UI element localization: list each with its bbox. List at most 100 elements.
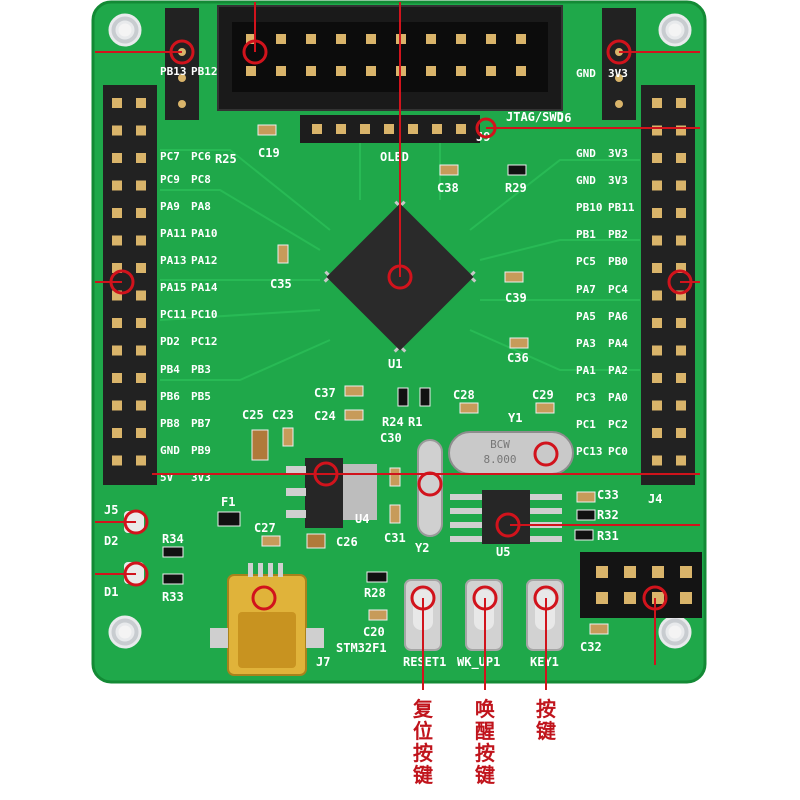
boot-header: [580, 552, 702, 618]
pin-label: PA9: [160, 200, 180, 213]
pin-label: PA8: [191, 200, 211, 213]
component-designator: C20: [363, 625, 385, 639]
jtag-connector: [217, 5, 563, 111]
component-designator: C25: [242, 408, 264, 422]
pin-label: PC8: [191, 173, 211, 186]
svg-text:BCW: BCW: [490, 438, 510, 451]
component-designator: U4: [355, 512, 369, 526]
pin-label: PB1: [576, 228, 596, 241]
component-designator: C30: [380, 431, 402, 445]
component-designator: U5: [496, 545, 510, 559]
pin-label: PA7: [576, 283, 596, 296]
pin-label: 3V3: [608, 174, 628, 187]
pin-label: 3V3: [608, 147, 628, 160]
crystal-y1: BCW 8.000: [448, 431, 574, 475]
pin-label: PA12: [191, 254, 218, 267]
pin-label: PC1: [576, 418, 596, 431]
component-designator: C29: [532, 388, 554, 402]
component-designator: J7: [316, 655, 330, 669]
pin-label: PB10: [576, 201, 603, 214]
pin-label: PA3: [576, 337, 596, 350]
component-designator: C38: [437, 181, 459, 195]
component-designator: C26: [336, 535, 358, 549]
smd-components: [162, 124, 609, 635]
pin-label: PB0: [608, 255, 628, 268]
component-designator: C23: [272, 408, 294, 422]
component-designator: J6: [557, 111, 571, 125]
pin-label: GND: [160, 444, 180, 457]
component-designator: F1: [221, 495, 235, 509]
component-designator: R28: [364, 586, 386, 600]
pin-label: PA5: [576, 310, 596, 323]
pin-label: PB5: [191, 390, 211, 403]
pin-label: PB12: [191, 65, 218, 78]
component-designator: D1: [104, 585, 118, 599]
component-designator: C39: [505, 291, 527, 305]
component-designator: WK_UP1: [457, 655, 500, 670]
pin-label: PC11: [160, 308, 187, 321]
mounting-holes: [108, 13, 692, 649]
component-designator: RESET1: [403, 655, 446, 669]
pin-label: PA4: [608, 337, 628, 350]
component-designator: C31: [384, 531, 406, 545]
component-designator: Y1: [508, 411, 522, 425]
component-designator: JTAG/SWD: [506, 110, 564, 124]
crystal-y2: [417, 439, 443, 537]
component-designator: C37: [314, 386, 336, 400]
pin-label: PC13: [576, 445, 603, 458]
pin-label: PC5: [576, 255, 596, 268]
pin-label: PB2: [608, 228, 628, 241]
pin-label: GND: [576, 67, 596, 80]
component-designator: R24: [382, 415, 404, 429]
svg-text:8.000: 8.000: [483, 453, 516, 466]
component-designator: C36: [507, 351, 529, 365]
pin-label: PC7: [160, 150, 180, 163]
pin-label: PA13: [160, 254, 187, 267]
pin-label: PA10: [191, 227, 218, 240]
component-designator: OLED: [380, 150, 409, 164]
pin-label: PB11: [608, 201, 635, 214]
pin-label: PC9: [160, 173, 180, 186]
component-designator: D2: [104, 534, 118, 548]
component-designator: R34: [162, 532, 184, 546]
pin-label: PA11: [160, 227, 187, 240]
pin-label: 3V3: [608, 67, 628, 80]
pin-label: PB4: [160, 363, 180, 376]
pin-label: PB9: [191, 444, 211, 457]
component-designator: R31: [597, 529, 619, 543]
pin-label: PA0: [608, 391, 628, 404]
component-designator: C33: [597, 488, 619, 502]
pin-label: PA6: [608, 310, 628, 323]
component-designator: STM32F1: [336, 641, 387, 655]
pin-label: PB6: [160, 390, 180, 403]
left-pin-header: [103, 85, 157, 485]
component-designator: C32: [580, 640, 602, 654]
pin-label: PB13: [160, 65, 187, 78]
pin-label: PD2: [160, 335, 180, 348]
mini-usb-connector: [210, 563, 324, 676]
wakeup-button-callout: 唤醒按键: [475, 697, 495, 787]
key-button-callout: 按键: [536, 697, 556, 743]
pin-label: GND: [576, 147, 596, 160]
pin-label: PA1: [576, 364, 596, 377]
component-designator: J4: [648, 492, 662, 506]
component-designator: J5: [104, 503, 118, 517]
reset-button-callout: 复位按键: [413, 697, 433, 787]
component-designator: R32: [597, 508, 619, 522]
component-designator: R25: [215, 152, 237, 166]
component-designator: R29: [505, 181, 527, 195]
pcb-traces: [159, 140, 640, 381]
component-designator: KEY1: [530, 655, 559, 669]
pin-label: PA2: [608, 364, 628, 377]
component-designator: C27: [254, 521, 276, 535]
pin-label: PC10: [191, 308, 218, 321]
callout-markers: [109, 39, 693, 611]
oled-header: [300, 115, 480, 143]
component-designator: C35: [270, 277, 292, 291]
component-designator: C28: [453, 388, 475, 402]
pin-label: PB3: [191, 363, 211, 376]
component-designator: R33: [162, 590, 184, 604]
